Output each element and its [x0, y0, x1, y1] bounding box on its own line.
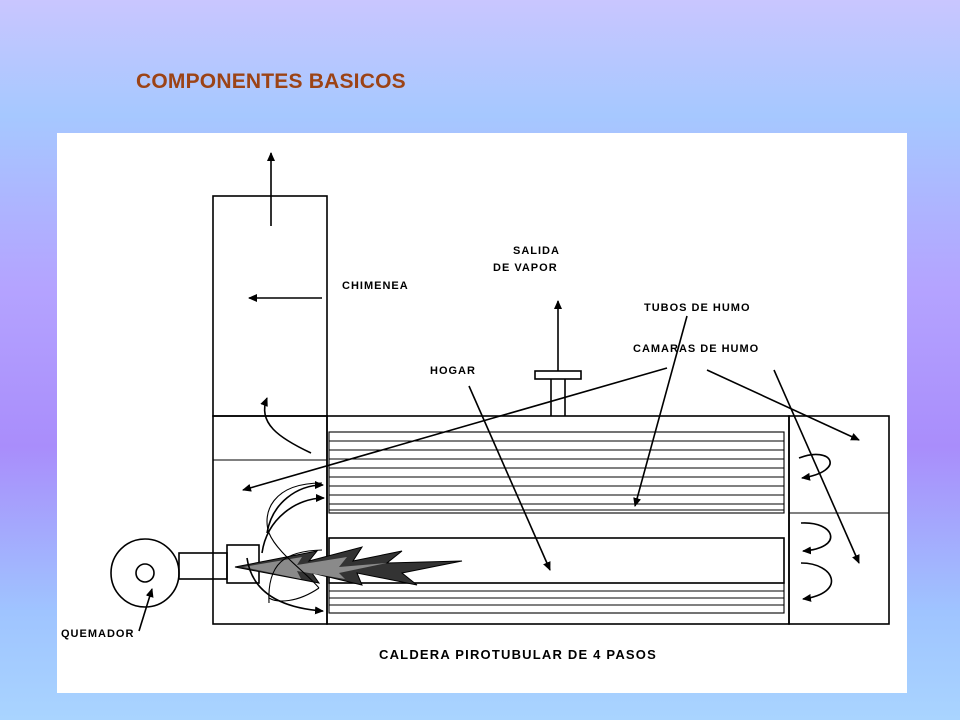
label-leaders — [138, 294, 860, 632]
boiler-diagram-panel: CHIMENEA SALIDA DE VAPOR TUBOS DE HUMO C… — [57, 133, 907, 693]
chimney-label: CHIMENEA — [342, 280, 409, 292]
slide-title: COMPONENTES BASICOS — [136, 70, 406, 93]
burner-housing — [110, 538, 180, 608]
diagram-caption: CALDERA PIROTUBULAR DE 4 PASOS — [379, 647, 657, 662]
upper-tube-bank — [328, 431, 785, 514]
boiler-shell — [326, 415, 790, 625]
smoke-chambers-label: CAMARAS DE HUMO — [633, 343, 759, 355]
flame-icon — [234, 546, 463, 586]
burner-label: QUEMADOR — [61, 628, 134, 640]
furnace-label: HOGAR — [430, 365, 476, 377]
front-chamber-flow-arrows — [246, 397, 325, 615]
steam-outlet-label-line2: DE VAPOR — [493, 262, 558, 274]
burner-duct — [178, 552, 228, 580]
lower-tube-bank — [328, 582, 785, 614]
rear-smoke-chamber — [788, 415, 890, 625]
steam-outlet-label-line1: SALIDA — [513, 245, 560, 257]
burner-nozzle — [135, 563, 155, 583]
smoke-tubes-label: TUBOS DE HUMO — [644, 302, 751, 314]
chimney-stack — [212, 195, 328, 417]
boiler-diagram: CHIMENEA SALIDA DE VAPOR TUBOS DE HUMO C… — [61, 152, 890, 662]
rear-chamber-flow-arrows — [798, 453, 833, 602]
